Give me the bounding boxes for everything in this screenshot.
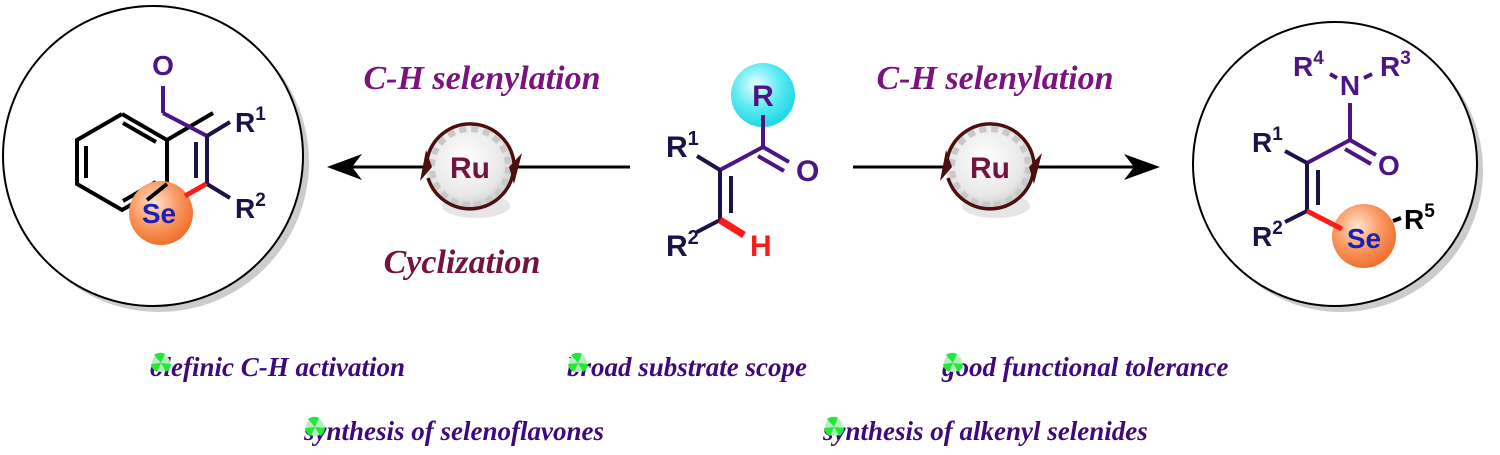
feature-item: broad substrate scope: [567, 352, 807, 383]
bond: [1392, 216, 1402, 223]
cycle-arrowhead-icon: [420, 150, 432, 181]
bond: [695, 154, 722, 172]
bond: [762, 145, 790, 164]
bond: [145, 182, 169, 202]
cycle-arrow-top: [425, 122, 516, 164]
oxygen-label: O: [1378, 150, 1400, 181]
r5-label: R5: [1404, 201, 1435, 235]
left-label-cyclization: Cyclization: [384, 244, 541, 281]
feature-label: synthesis of alkenyl selenides: [823, 416, 1148, 446]
catalyst-sphere: [946, 123, 1034, 211]
r1-label: R1: [1252, 124, 1283, 158]
feature-label: synthesis of selenoflavones: [304, 416, 604, 446]
r4-label: R4: [1293, 48, 1324, 82]
radiation-bullet-icon: [568, 352, 588, 372]
radiation-bullet-icon: [824, 416, 844, 436]
feature-label: olefinic C-H activation: [150, 352, 405, 382]
r2-label: R2: [666, 227, 699, 263]
radiation-bullet-icon: [943, 352, 963, 372]
new-c-se-bond: [183, 181, 208, 199]
se-highlight-circle: [1332, 204, 1396, 268]
right-ru-catalyst: Ru: [940, 122, 1042, 218]
arrowhead-right-icon: [1124, 154, 1160, 180]
catalyst-sphere: [426, 123, 514, 211]
radiation-bullet-icon: [151, 352, 171, 372]
catalyst-gear: [949, 126, 1031, 208]
feature-label: good functional tolerance: [942, 352, 1229, 382]
right-label-ch-selenylation: C-H selenylation: [876, 60, 1113, 97]
cycle-arrowhead-icon: [509, 153, 522, 184]
r-label: R: [752, 80, 774, 113]
feature-item: synthesis of alkenyl selenides: [823, 416, 1148, 447]
arrowhead-left-icon: [327, 154, 362, 180]
oxygen-label: O: [152, 50, 174, 81]
feature-item: olefinic C-H activation: [150, 352, 405, 383]
bond: [1329, 72, 1338, 80]
r1-label: R1: [666, 128, 699, 164]
left-label-ch-selenylation: C-H selenylation: [363, 60, 600, 97]
starting-material: R O R1 R2 H: [666, 63, 819, 263]
reactive-c-h-bond: [718, 217, 746, 238]
catalyst-gear: [429, 126, 511, 208]
bond: [1284, 149, 1308, 165]
bond: [162, 111, 208, 138]
selenium-label: Se: [142, 198, 176, 229]
feature-label: broad substrate scope: [567, 352, 808, 382]
new-c-se-bond: [1305, 208, 1344, 232]
r2-label: R2: [235, 190, 266, 224]
selenium-label: Se: [1347, 223, 1381, 254]
left-ru-catalyst: Ru: [420, 122, 522, 218]
r-highlight-circle: [731, 63, 795, 127]
feature-item: synthesis of selenoflavones: [304, 416, 604, 447]
radiation-bullet-icon: [305, 416, 325, 436]
bond: [1344, 147, 1372, 166]
nitrogen-label: N: [1340, 70, 1360, 101]
r1-label: R1: [235, 104, 266, 138]
oxygen-label: O: [796, 155, 819, 188]
left-product-panel: O Se R1 R2: [2, 5, 309, 312]
cycle-arrow-top: [945, 122, 1036, 164]
cycle-arrow-bottom: [946, 173, 1035, 211]
panel-circle: [1192, 21, 1478, 307]
cycle-arrowhead-icon: [1029, 153, 1042, 184]
bond: [719, 145, 764, 172]
cycle-arrow-bottom: [426, 173, 515, 211]
bond: [1349, 138, 1377, 157]
r2-label: R2: [1252, 218, 1283, 252]
hydrogen-label: H: [750, 230, 772, 263]
feature-item: good functional tolerance: [942, 352, 1229, 383]
bond: [205, 182, 232, 200]
bond: [1306, 138, 1351, 165]
bond: [696, 218, 721, 234]
cycle-arrowhead-icon: [940, 150, 952, 181]
right-product-panel: N R4 R3 O R1 R2 Se R5: [1192, 21, 1483, 312]
panel-circle: [2, 5, 304, 307]
bond: [1363, 72, 1373, 80]
bond: [757, 154, 785, 173]
se-highlight-circle: [129, 181, 193, 245]
r3-label: R3: [1380, 48, 1411, 82]
bond: [205, 120, 232, 138]
ru-label: Ru: [450, 152, 490, 185]
bond: [1284, 209, 1308, 224]
ru-label: Ru: [970, 152, 1010, 185]
